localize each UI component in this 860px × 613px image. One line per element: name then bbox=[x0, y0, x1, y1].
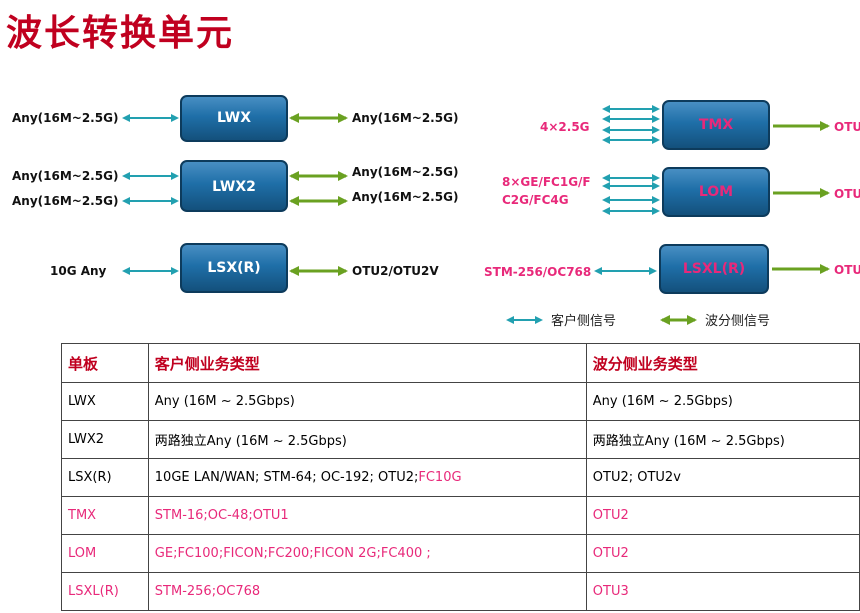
lsx-client-label: 10G Any bbox=[50, 264, 107, 278]
cell-client-service: 10GE LAN/WAN; STM-64; OC-192; OTU2;FC10G bbox=[147, 458, 587, 497]
header-client-service: 客户侧业务类型 bbox=[147, 343, 587, 383]
cell-board: LSXL(R) bbox=[61, 572, 149, 611]
table-row: LSX(R) 10GE LAN/WAN; STM-64; OC-192; OTU… bbox=[61, 458, 860, 497]
table-row: LOM GE;FC100;FICON;FC200;FICON 2G;FC400 … bbox=[61, 534, 860, 573]
lsxl-client-label: STM-256/OC768 bbox=[484, 265, 591, 279]
cell-client-service: 两路独立Any (16M ~ 2.5Gbps) bbox=[147, 420, 587, 459]
cell-board: LOM bbox=[61, 534, 149, 573]
cell-client-service-highlight: FC10G bbox=[418, 470, 462, 485]
lsxl-board bbox=[659, 244, 769, 294]
cell-client-service: STM-16;OC-48;OTU1 bbox=[147, 496, 587, 535]
lsx-board-label: LSX(R) bbox=[207, 260, 260, 276]
lsx-wdm-label: OTU2/OTU2V bbox=[352, 264, 439, 278]
cell-wdm-service: 两路独立Any (16M ~ 2.5Gbps) bbox=[585, 420, 860, 459]
lsxl-wdm-label: OTU bbox=[834, 263, 860, 277]
cell-wdm-service: OTU2 bbox=[585, 534, 860, 573]
cell-client-service: STM-256;OC768 bbox=[147, 572, 587, 611]
cell-board: LSX(R) bbox=[61, 458, 149, 497]
page-title: 波长转换单元 bbox=[6, 13, 235, 54]
header-wdm-service: 波分侧业务类型 bbox=[585, 343, 860, 383]
cell-client-service: Any (16M ~ 2.5Gbps) bbox=[147, 382, 587, 421]
cell-board: TMX bbox=[61, 496, 149, 535]
header-board: 单板 bbox=[61, 343, 149, 383]
table-row: TMX STM-16;OC-48;OTU1 OTU2 bbox=[61, 496, 860, 535]
cell-wdm-service: OTU3 bbox=[585, 572, 860, 611]
cell-wdm-service: Any (16M ~ 2.5Gbps) bbox=[585, 382, 860, 421]
cell-wdm-service: OTU2; OTU2v bbox=[585, 458, 860, 497]
lsx-board bbox=[180, 243, 288, 293]
lwx2-wdm-label-2: Any(16M~2.5G) bbox=[352, 190, 458, 204]
table-row: LSXL(R) STM-256;OC768 OTU3 bbox=[61, 572, 860, 611]
lwx-board-label: LWX bbox=[217, 110, 251, 126]
cell-board: LWX bbox=[61, 382, 149, 421]
board-service-table: 单板 客户侧业务类型 波分侧业务类型 LWX Any (16M ~ 2.5Gbp… bbox=[61, 343, 860, 611]
tmx-wdm-label: OTU bbox=[834, 120, 860, 134]
cell-client-service: GE;FC100;FICON;FC200;FICON 2G;FC400 ; bbox=[147, 534, 587, 573]
table-header-row: 单板 客户侧业务类型 波分侧业务类型 bbox=[61, 343, 860, 383]
lom-board bbox=[662, 167, 770, 217]
lom-client-label-1: 8×GE/FC1G/F bbox=[502, 175, 591, 189]
lom-client-label-2: C2G/FC4G bbox=[502, 193, 569, 207]
tmx-board-label: TMX bbox=[699, 117, 733, 133]
cell-wdm-service: OTU2 bbox=[585, 496, 860, 535]
legend-client-label: 客户侧信号 bbox=[551, 313, 616, 329]
tmx-client-label: 4×2.5G bbox=[540, 120, 590, 134]
lwx2-board bbox=[180, 160, 288, 212]
tmx-board bbox=[662, 100, 770, 150]
board-diagram: Any(16M~2.5G) LWX Any(16M~2.5G) Any(16M~… bbox=[12, 95, 860, 329]
lwx2-wdm-label-1: Any(16M~2.5G) bbox=[352, 165, 458, 179]
cell-board: LWX2 bbox=[61, 420, 149, 459]
lwx-board bbox=[180, 95, 288, 142]
lsxl-board-label: LSXL(R) bbox=[683, 261, 745, 277]
lwx2-client-label-1: Any(16M~2.5G) bbox=[12, 169, 118, 183]
lom-board-label: LOM bbox=[699, 184, 733, 200]
lwx-client-label: Any(16M~2.5G) bbox=[12, 111, 118, 125]
table-row: LWX2 两路独立Any (16M ~ 2.5Gbps) 两路独立Any (16… bbox=[61, 420, 860, 459]
lwx2-client-label-2: Any(16M~2.5G) bbox=[12, 194, 118, 208]
legend-wdm-label: 波分侧信号 bbox=[705, 314, 770, 329]
lom-wdm-label: OTU bbox=[834, 187, 860, 201]
lwx2-board-label: LWX2 bbox=[212, 179, 256, 195]
table-row: LWX Any (16M ~ 2.5Gbps) Any (16M ~ 2.5Gb… bbox=[61, 382, 860, 421]
lwx-wdm-label: Any(16M~2.5G) bbox=[352, 111, 458, 125]
